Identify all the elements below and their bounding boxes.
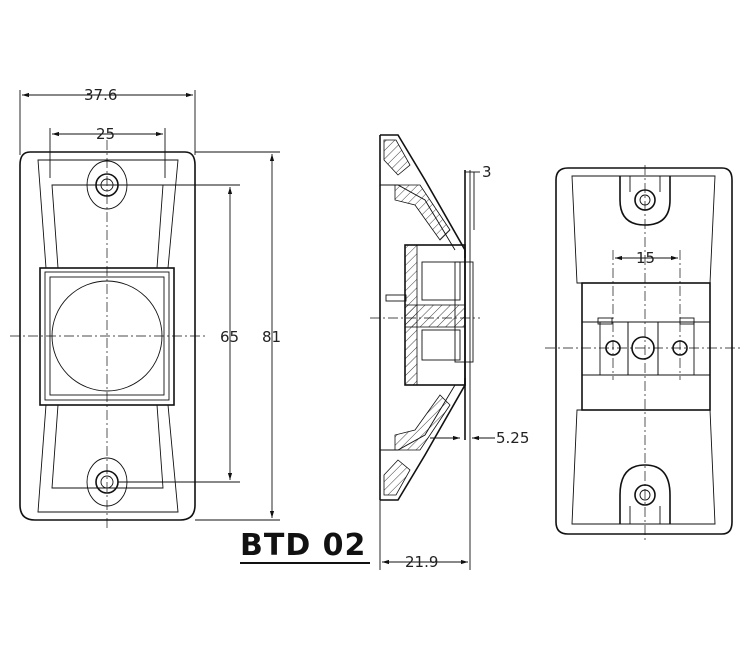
dim-overall-width: 37.6 [84,86,117,104]
dim-overall-depth: 21.9 [405,553,438,571]
front-view-dimensions [19,90,280,521]
dim-terminal-pitch: 15 [636,249,655,267]
dim-plate-thickness: 3 [482,163,492,181]
dim-overall-height: 81 [262,328,281,346]
dim-hole-pitch: 65 [220,328,239,346]
side-section-view [370,134,480,501]
rear-view [545,165,740,540]
front-view [10,140,205,530]
side-view-dimensions [379,171,495,570]
dim-depth-offset: 5.25 [496,429,529,447]
dim-hole-span-width: 25 [96,125,115,143]
model-title: BTD 02 [240,528,366,563]
